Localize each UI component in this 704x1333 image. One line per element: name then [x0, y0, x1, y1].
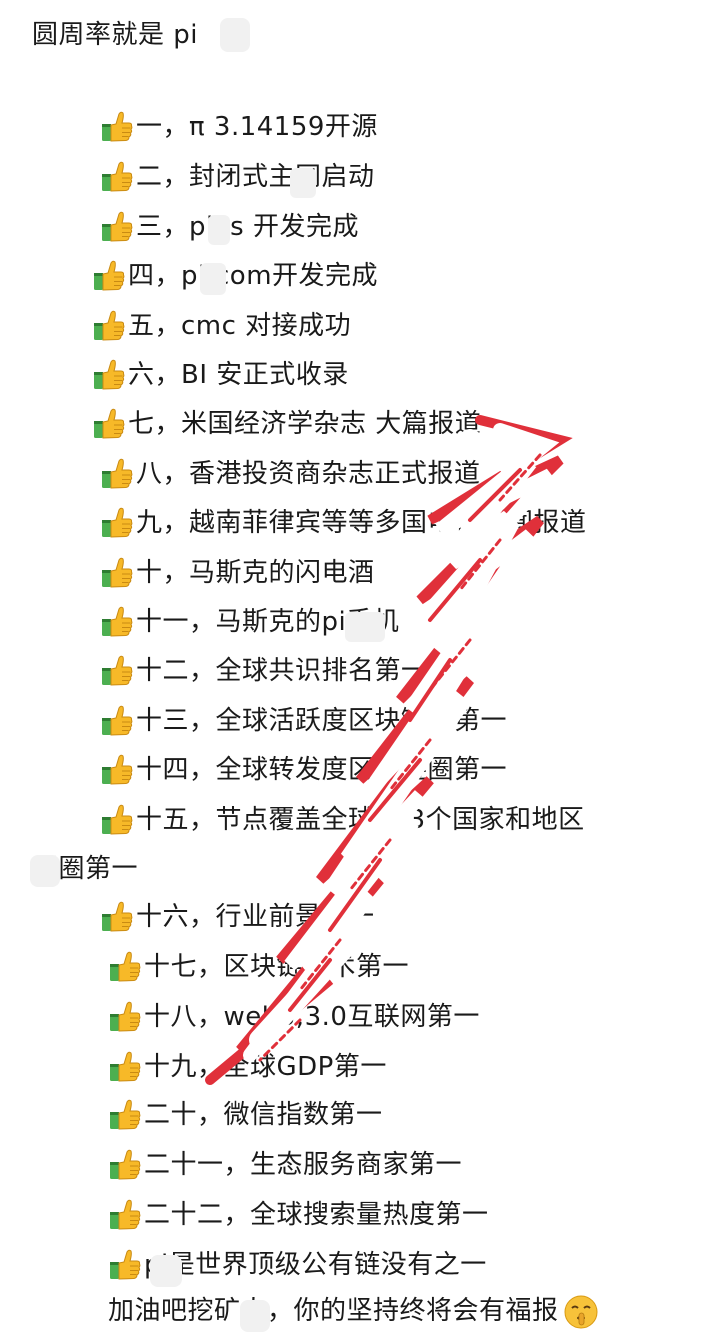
list-item: 十五，节点覆盖全球233个国家和地区 [100, 803, 585, 837]
list-item-text: 十四，全球转发度区块链圈第一 [136, 755, 508, 785]
list-item: 十七，区块链技术第一 [108, 950, 409, 984]
list-item-text: 二，封闭式主网启动 [136, 162, 375, 192]
list-item: 十一，马斯克的pi手机 [100, 605, 399, 639]
list-item-text: 二十一，生态服务商家第一 [144, 1150, 463, 1180]
shushing-face-icon [563, 1294, 599, 1330]
list-item: 五，cmc 对接成功 [92, 309, 351, 343]
thumbs-up-icon [92, 358, 126, 392]
list-item-text: 六，BI 安正式收录 [128, 360, 349, 390]
thumbs-up-icon [92, 259, 126, 293]
list-item-text: 十三，全球活跃度区块链圈第一 [136, 706, 508, 736]
list-item-text: 二十二，全球搜索量热度第一 [144, 1200, 489, 1230]
thumbs-up-icon [108, 1098, 142, 1132]
list-item-text: 五，cmc 对接成功 [128, 311, 352, 341]
list-item: 四，pi/com开发完成 [92, 259, 378, 293]
list-item-text: 十七，区块链技术第一 [144, 952, 410, 982]
list-item-text: 十二，全球共识排名第一 [136, 656, 428, 686]
post-title-text: 圆周率就是 pi [32, 20, 198, 50]
list-item-wrap: 币圈第一 [32, 852, 138, 886]
list-item: 三，pios 开发完成 [100, 210, 359, 244]
list-item: 二十一，生态服务商家第一 [108, 1148, 462, 1182]
list-item: 二十二，全球搜索量热度第一 [108, 1198, 489, 1232]
list-item: 十，马斯克的闪电酒 [100, 556, 375, 590]
list-item: 六，BI 安正式收录 [92, 358, 349, 392]
list-item-text: pi是世界顶级公有链没有之一 [144, 1250, 487, 1280]
list-item: 十二，全球共识排名第一 [100, 654, 428, 688]
thumbs-up-icon [100, 160, 134, 194]
list-item-text: 十八，web3,3.0互联网第一 [144, 1002, 480, 1032]
thumbs-up-icon [100, 605, 134, 639]
list-item-text: 币圈第一 [32, 854, 139, 884]
thumbs-up-icon [108, 1148, 142, 1182]
list-item: 七，米国经济学杂志 大篇报道 [92, 407, 481, 441]
list-item-text: 十五，节点覆盖全球233个国家和地区 [136, 805, 585, 835]
list-item-text: 十九，全球GDP第一 [144, 1052, 387, 1082]
list-item: 十八，web3,3.0互联网第一 [108, 1000, 480, 1034]
list-item: 二，封闭式主网启动 [100, 160, 375, 194]
list-item: 一，π 3.14159开源 [100, 110, 378, 144]
thumbs-up-icon [100, 556, 134, 590]
thumbs-up-icon [108, 1050, 142, 1084]
thumbs-up-icon [108, 1248, 142, 1282]
thumbs-up-icon [108, 1198, 142, 1232]
thumbs-up-icon [92, 309, 126, 343]
list-item-text: 一，π 3.14159开源 [136, 112, 378, 142]
list-item: 八，香港投资商杂志正式报道 [100, 457, 481, 491]
list-item: 十九，全球GDP第一 [108, 1050, 387, 1084]
list-item-text: 十一，马斯克的pi手机 [136, 607, 400, 637]
thumbs-up-icon [100, 110, 134, 144]
thumbs-up-icon [100, 900, 134, 934]
closing-line: 加油吧挖矿人，你的坚持终将会有福报 [108, 1294, 599, 1330]
list-item-text: 十六，行业前景第一 [136, 902, 375, 932]
list-item: pi是世界顶级公有链没有之一 [108, 1248, 487, 1282]
list-item: 二十，微信指数第一 [108, 1098, 383, 1132]
thumbs-up-icon [100, 753, 134, 787]
thumbs-up-icon [100, 654, 134, 688]
list-item-text: 四，pi/com开发完成 [128, 261, 379, 291]
list-item-text: 九，越南菲律宾等等多国电视新闻报道 [136, 508, 587, 538]
thumbs-up-icon [100, 704, 134, 738]
thumbs-up-icon [100, 506, 134, 540]
list-item-text: 七，米国经济学杂志 大篇报道 [128, 409, 482, 439]
list-item-text: 八，香港投资商杂志正式报道 [136, 459, 481, 489]
list-item-text: 二十，微信指数第一 [144, 1100, 383, 1130]
list-item: 九，越南菲律宾等等多国电视新闻报道 [100, 506, 587, 540]
list-item: 十六，行业前景第一 [100, 900, 375, 934]
post-title: 圆周率就是 pi [32, 18, 198, 52]
thumbs-up-icon [100, 803, 134, 837]
thumbs-up-icon [108, 1000, 142, 1034]
list-item: 十四，全球转发度区块链圈第一 [100, 753, 507, 787]
list-item-text: 三，pios 开发完成 [136, 212, 359, 242]
list-item: 十三，全球活跃度区块链圈第一 [100, 704, 507, 738]
list-item-text: 十，马斯克的闪电酒 [136, 558, 375, 588]
thumbs-up-icon [92, 407, 126, 441]
closing-text: 加油吧挖矿人，你的坚持终将会有福报 [108, 1296, 559, 1326]
thumbs-up-icon [100, 210, 134, 244]
thumbs-up-icon [100, 457, 134, 491]
thumbs-up-icon [108, 950, 142, 984]
